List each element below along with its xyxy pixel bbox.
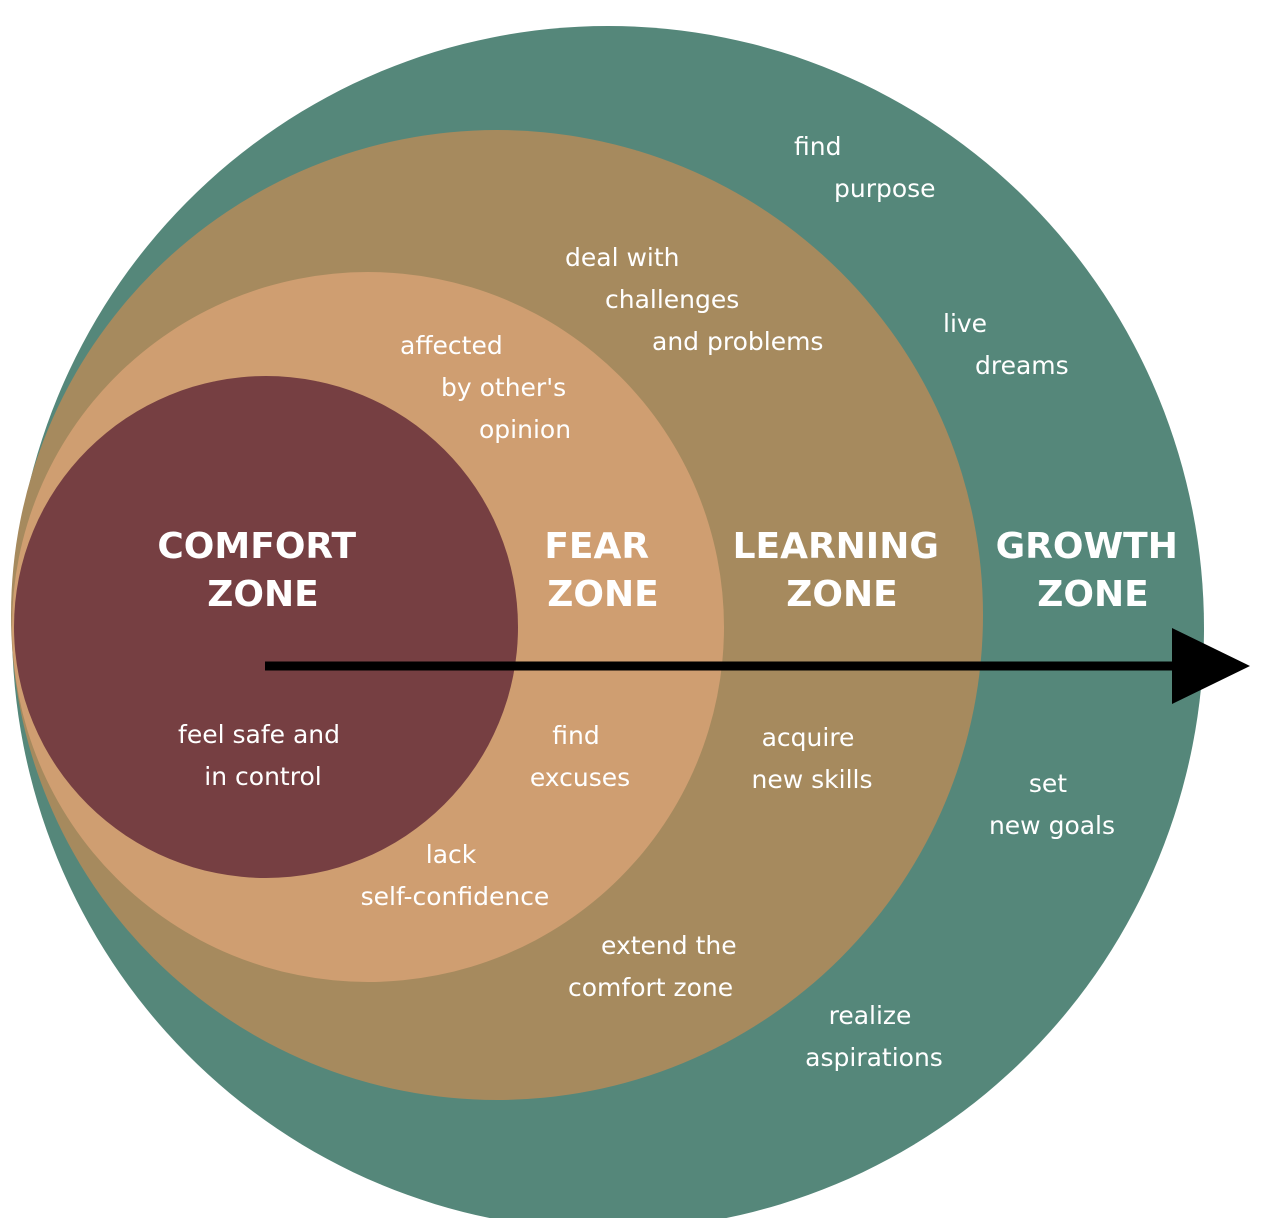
growth-aspirations-line1: realize: [829, 1001, 912, 1030]
learning-extend-text: extend the comfort zone: [568, 931, 745, 1002]
fear-excuses-line1: find: [552, 721, 599, 750]
growth-zone-title-line1: GROWTH: [996, 526, 1178, 567]
comfort-zone-title-line2: ZONE: [207, 574, 318, 615]
fear-lack-line2: self-confidence: [361, 882, 550, 911]
fear-excuses-line2: excuses: [530, 763, 630, 792]
learning-challenges-text: deal with challenges and problems: [565, 243, 823, 356]
fear-zone-title: FEAR ZONE: [544, 526, 661, 615]
growth-purpose-text: find purpose: [794, 132, 936, 203]
learning-challenges-line1: deal with: [565, 243, 680, 272]
learning-skills-line2: new skills: [752, 765, 873, 794]
fear-lack-text: lack self-confidence: [361, 840, 550, 911]
fear-zone-title-line1: FEAR: [544, 526, 649, 567]
growth-aspirations-line2: aspirations: [805, 1043, 943, 1072]
growth-aspirations-text: realize aspirations: [805, 1001, 943, 1072]
learning-extend-line1: extend the: [601, 931, 737, 960]
growth-goals-text: set new goals: [989, 769, 1115, 840]
progress-arrow: [265, 628, 1250, 704]
learning-extend-line2: comfort zone: [568, 973, 733, 1002]
growth-purpose-line1: find: [794, 132, 841, 161]
growth-goals-line2: new goals: [989, 811, 1115, 840]
comfort-zone-circle: [14, 376, 518, 878]
comfort-zone-title: COMFORT ZONE: [157, 526, 368, 615]
growth-zone-title-line2: ZONE: [1037, 574, 1148, 615]
comfort-zone-title-line1: COMFORT: [157, 526, 356, 567]
fear-excuses-text: find excuses: [530, 721, 630, 792]
growth-zone-title: GROWTH ZONE: [996, 526, 1191, 615]
learning-zone-title-line1: LEARNING: [733, 526, 939, 567]
fear-affected-text: affected by other's opinion: [400, 331, 574, 444]
growth-dreams-line2: dreams: [975, 351, 1069, 380]
fear-affected-line3: opinion: [479, 415, 571, 444]
learning-challenges-line2: challenges: [605, 285, 739, 314]
growth-dreams-text: live dreams: [943, 309, 1069, 380]
growth-purpose-line2: purpose: [834, 174, 936, 203]
comfort-safe-text: feel safe and in control: [178, 720, 348, 791]
comfort-safe-line2: in control: [204, 762, 321, 791]
fear-zone-title-line2: ZONE: [547, 574, 658, 615]
fear-affected-line1: affected: [400, 331, 503, 360]
learning-zone-title: LEARNING ZONE: [733, 526, 952, 615]
comfort-safe-line1: feel safe and: [178, 720, 340, 749]
learning-challenges-line3: and problems: [652, 327, 823, 356]
growth-dreams-line1: live: [943, 309, 987, 338]
learning-skills-line1: acquire: [762, 723, 855, 752]
growth-goals-line1: set: [1029, 769, 1067, 798]
fear-lack-line1: lack: [426, 840, 477, 869]
arrow-head-icon: [1172, 628, 1250, 704]
learning-skills-text: acquire new skills: [752, 723, 873, 794]
fear-affected-line2: by other's: [441, 373, 566, 402]
learning-zone-title-line2: ZONE: [786, 574, 897, 615]
